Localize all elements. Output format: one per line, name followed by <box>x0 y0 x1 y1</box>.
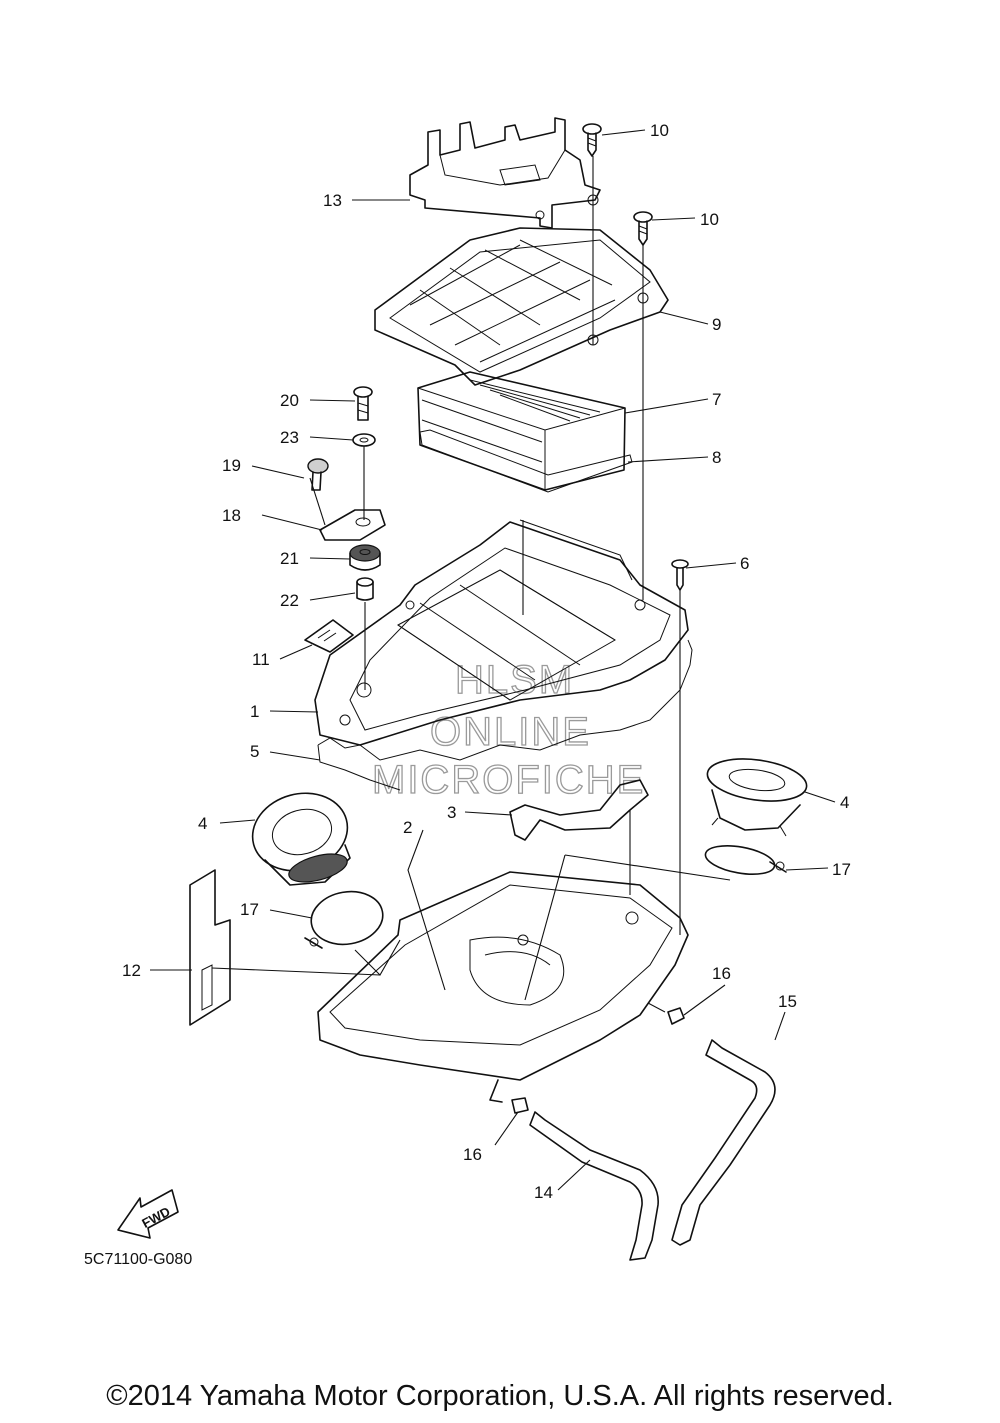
callout-21: 21 <box>280 549 299 568</box>
callout-16-right: 16 <box>712 964 731 983</box>
part-drain-hose-15 <box>671 1039 776 1246</box>
callout-18: 18 <box>222 506 241 525</box>
callout-6: 6 <box>740 554 749 573</box>
callout-10-upper: 10 <box>650 121 669 140</box>
label-part-11 <box>304 619 354 653</box>
callout-7: 7 <box>712 390 721 409</box>
part-bracket <box>409 117 601 229</box>
callout-leaders <box>150 129 836 1191</box>
clamp-part-17-left <box>304 890 384 949</box>
washer-part-23 <box>352 433 376 447</box>
part-plate <box>319 509 386 541</box>
clamp-part-17-right <box>704 845 787 875</box>
callout-2: 2 <box>403 818 412 837</box>
collar-part-22 <box>356 577 374 601</box>
callout-10-lower: 10 <box>700 210 719 229</box>
callout-17-right: 17 <box>832 860 851 879</box>
part-airbox-cap <box>314 519 689 746</box>
screw-part-6 <box>671 559 689 591</box>
callout-8: 8 <box>712 448 721 467</box>
callout-12: 12 <box>122 961 141 980</box>
callout-numbers: 1 2 3 4 4 5 6 7 8 9 10 10 11 12 13 14 15… <box>122 121 851 1202</box>
callout-9: 9 <box>712 315 721 334</box>
part-gasket <box>317 639 693 791</box>
screw-part-10-lower <box>633 211 653 246</box>
part-air-filter-element <box>417 371 626 491</box>
part-airbox-cover <box>374 227 669 386</box>
diagram-code: 5C71100-G080 <box>84 1251 192 1268</box>
callout-13: 13 <box>323 191 342 210</box>
callout-19: 19 <box>222 456 241 475</box>
callout-5: 5 <box>250 742 259 761</box>
clip-part-16-right <box>647 1002 685 1025</box>
callout-22: 22 <box>280 591 299 610</box>
part-airbox-case <box>317 871 689 1103</box>
fwd-arrow: FWD <box>117 1189 179 1239</box>
grommet-part-21 <box>349 544 381 571</box>
part-joint-right <box>706 758 808 837</box>
part-hose <box>509 779 649 841</box>
part-joint-left <box>251 792 351 886</box>
callout-14: 14 <box>534 1183 553 1202</box>
clip-part-16-bottom <box>511 1097 529 1114</box>
callout-1: 1 <box>250 702 259 721</box>
callout-3: 3 <box>447 803 456 822</box>
watermark: HLSM ONLINE MICROFICHE <box>371 657 645 802</box>
callout-4-left: 4 <box>198 814 207 833</box>
part-filter-seal <box>419 429 633 493</box>
part-drain-hose-14 <box>529 1111 659 1261</box>
callout-11: 11 <box>252 650 270 669</box>
part-sheet <box>189 869 231 1026</box>
assembly-lines <box>211 156 731 1001</box>
watermark-line-3: MICROFICHE <box>372 758 645 802</box>
callout-17-left: 17 <box>240 900 259 919</box>
callout-16-bottom: 16 <box>463 1145 482 1164</box>
copyright-notice: ©2014 Yamaha Motor Corporation, U.S.A. A… <box>106 1380 894 1412</box>
screw-part-10-upper <box>582 123 602 157</box>
fwd-label: FWD <box>139 1204 172 1231</box>
callout-15: 15 <box>778 992 797 1011</box>
callout-23: 23 <box>280 428 299 447</box>
watermark-line-2: ONLINE <box>430 710 591 754</box>
bolt-part-20 <box>353 386 373 421</box>
callout-20: 20 <box>280 391 299 410</box>
screw-part-19 <box>307 458 329 491</box>
callout-4-right: 4 <box>840 793 849 812</box>
